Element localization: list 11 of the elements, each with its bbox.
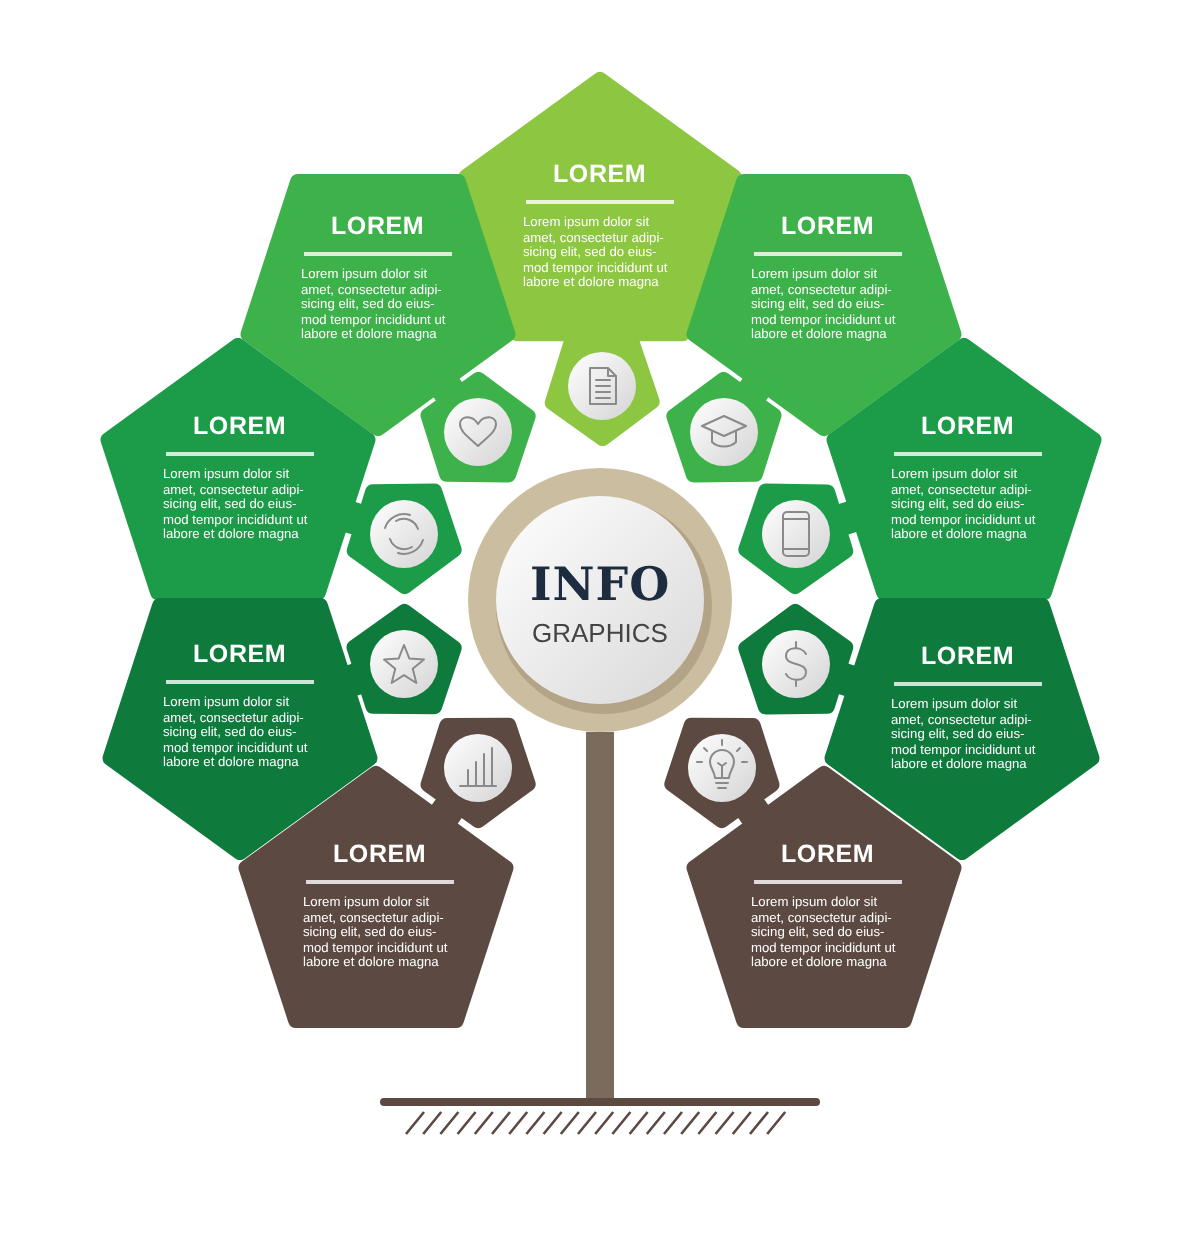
heading: LOREM [193,640,287,668]
heading: LOREM [781,212,875,240]
heading: INFO [530,558,671,614]
subheading: GRAPHICS [532,617,668,647]
heading: LOREM [193,412,287,440]
heading: LOREM [921,642,1015,670]
heading: LOREM [781,840,875,868]
heading: LOREM [921,412,1015,440]
heading: LOREM [331,212,425,240]
heading: LOREM [553,160,647,188]
heading: LOREM [333,840,427,868]
